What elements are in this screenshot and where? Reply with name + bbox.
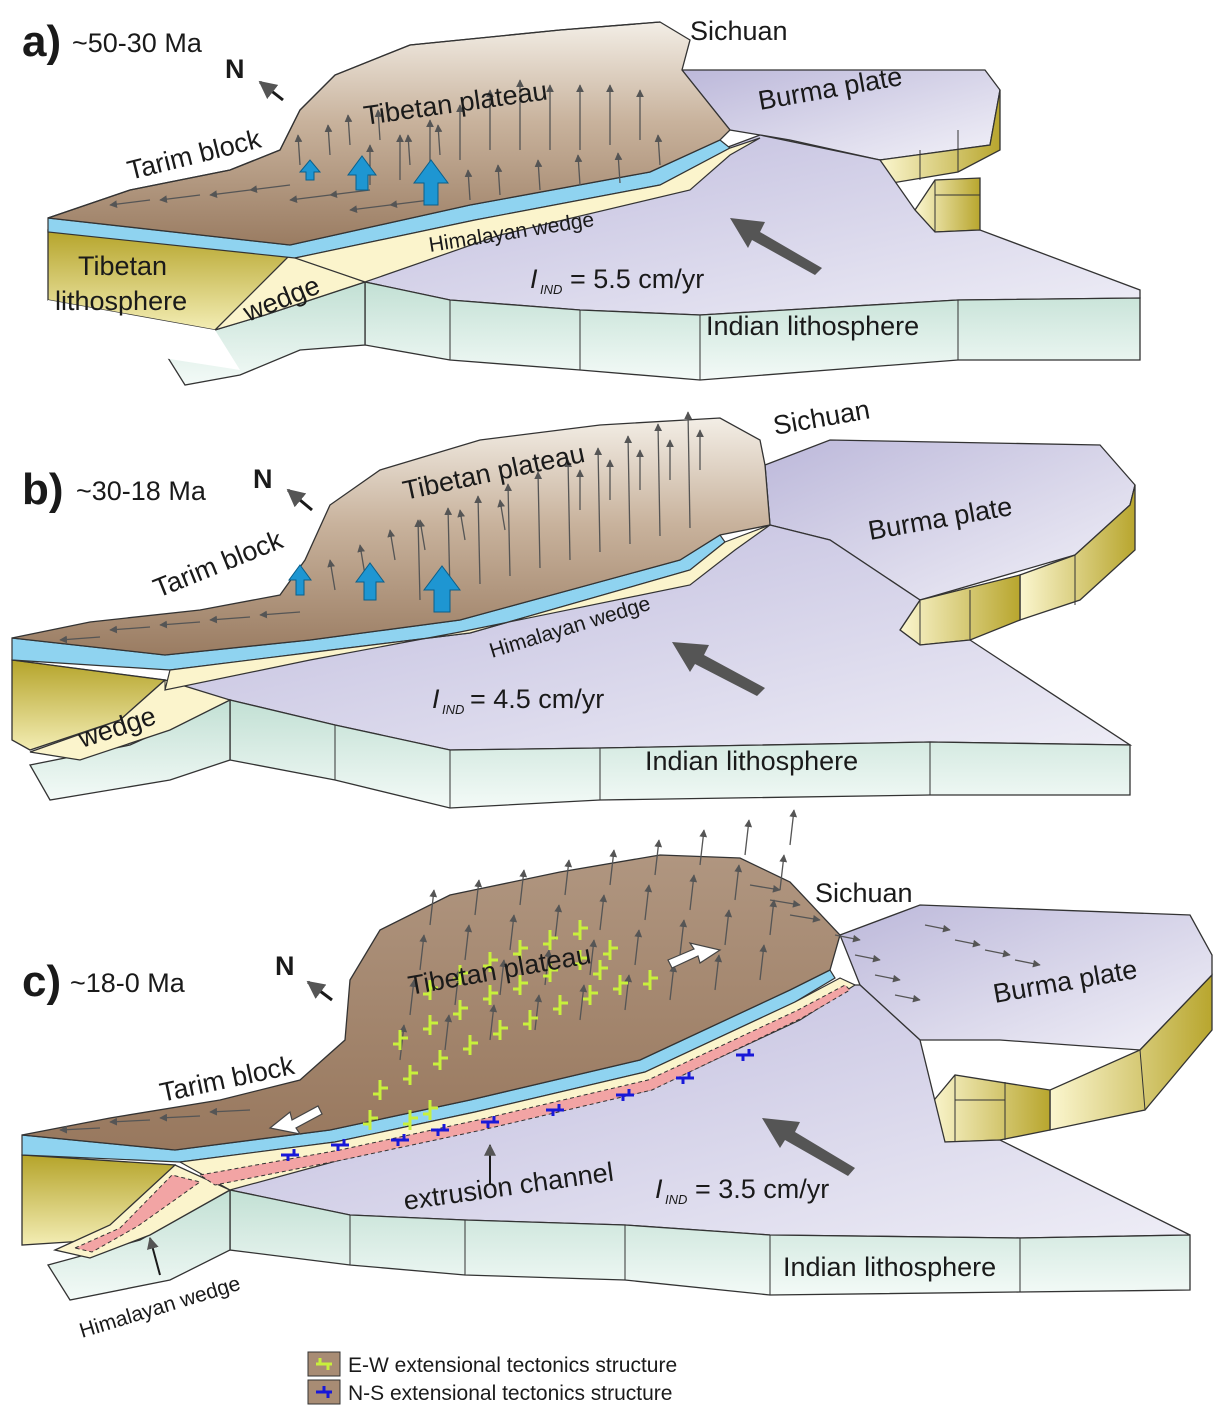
panel-c: c) ~18-0 Ma N Sichuan Burma plate Tibeta…	[22, 810, 1212, 1343]
tarim-label-b: Tarim block	[149, 524, 287, 603]
sichuan-label-a: Sichuan	[690, 16, 788, 46]
north-arrow-a	[260, 82, 283, 100]
north-arrow-c	[308, 982, 332, 1000]
north-arrow-b	[288, 490, 312, 510]
indian-lithosphere-label-c: Indian lithosphere	[783, 1252, 996, 1282]
indian-lithosphere-label-a: Indian lithosphere	[706, 311, 919, 341]
sichuan-label-c: Sichuan	[815, 878, 913, 908]
velocity-value-c: = 3.5 cm/yr	[695, 1174, 829, 1204]
legend-ns-text: N-S extensional tectonics structure	[348, 1382, 672, 1405]
panel-b: b) ~30-18 Ma N Sichuan Burma plate Tibet…	[12, 394, 1135, 808]
velocity-symbol-a: I	[530, 264, 538, 294]
velocity-symbol-c: I	[655, 1174, 663, 1204]
panel-age-a: ~50-30 Ma	[72, 28, 203, 58]
velocity-symbol-b: I	[432, 684, 440, 714]
velocity-subscript-c: IND	[665, 1192, 687, 1207]
tibetan-lithosphere-label-a1: Tibetan	[78, 251, 167, 281]
velocity-subscript-a: IND	[540, 282, 562, 297]
legend-item-ew: E-W extensional tectonics structure	[308, 1352, 677, 1377]
velocity-arrow	[790, 810, 794, 845]
velocity-value-b: = 4.5 cm/yr	[470, 684, 604, 714]
panel-letter-c: c)	[22, 957, 61, 1006]
panel-a: a) ~50-30 Ma N Sichuan Burma plate Tibet…	[22, 16, 1140, 385]
panel-letter-b: b)	[22, 465, 64, 514]
north-label-c: N	[275, 951, 295, 981]
legend: E-W extensional tectonics structure N-S …	[308, 1352, 677, 1405]
panel-age-b: ~30-18 Ma	[76, 476, 207, 506]
north-label-b: N	[253, 464, 273, 494]
indian-lithosphere-label-b: Indian lithosphere	[645, 746, 858, 776]
velocity-arrow	[745, 820, 749, 855]
panel-age-c: ~18-0 Ma	[70, 968, 186, 998]
legend-ew-text: E-W extensional tectonics structure	[348, 1354, 677, 1377]
velocity-value-a: = 5.5 cm/yr	[570, 264, 704, 294]
sichuan-label-b: Sichuan	[771, 394, 872, 440]
panel-letter-a: a)	[22, 17, 61, 66]
north-label-a: N	[225, 54, 245, 84]
velocity-subscript-b: IND	[442, 702, 464, 717]
legend-item-ns: N-S extensional tectonics structure	[308, 1380, 672, 1405]
tibetan-lithosphere-label-a2: lithosphere	[55, 286, 187, 316]
